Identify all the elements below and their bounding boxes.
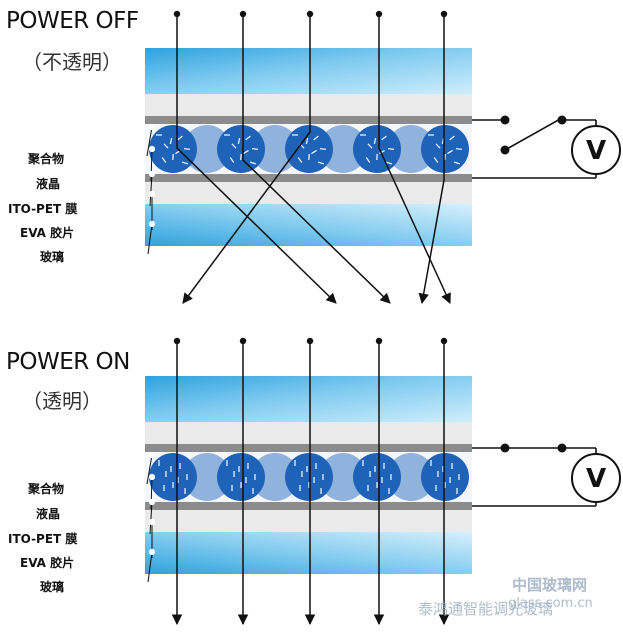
voltmeter-label-off: V [586, 136, 606, 166]
panel-on-subtitle: （透明） [22, 385, 102, 414]
eva-top-on [145, 422, 472, 444]
label-glass-on: 玻璃 [40, 578, 64, 595]
watermark-wechat: 泰鸿通智能调光玻璃 [418, 598, 553, 619]
leader-dot-on-0 [149, 452, 154, 457]
label-glass-off: 玻璃 [40, 248, 64, 265]
leader-dot-off-2 [149, 171, 154, 176]
lc-molecule [184, 149, 190, 150]
leader-dot-on-4 [149, 549, 154, 554]
ito-top-on [145, 444, 472, 452]
circuit-node-on-0 [501, 444, 510, 453]
panel-off-title: POWER OFF [6, 8, 139, 34]
ito-bottom-on [145, 502, 472, 510]
leader-dot-off-0 [149, 124, 154, 129]
label-polymer-on: 聚合物 [28, 480, 64, 497]
panel-on-title: POWER ON [6, 349, 130, 375]
leader-dot-on-3 [149, 519, 154, 524]
eva-top-off [145, 94, 472, 116]
glass-bottom-off [145, 204, 472, 246]
switch-arm-off [505, 118, 562, 150]
lc-droplet-on-3 [353, 453, 401, 501]
label-liquid-crystal-on: 液晶 [36, 505, 60, 522]
label-liquid-crystal-off: 液晶 [36, 175, 60, 192]
circuit-node-off-1 [501, 146, 510, 155]
lc-droplet-body [149, 453, 197, 501]
label-eva-on: EVA 胶片 [20, 554, 74, 571]
panel-off-subtitle: （不透明） [22, 46, 122, 75]
lc-molecule [456, 149, 462, 150]
lc-droplet-body [285, 453, 333, 501]
leader-dot-on-1 [149, 474, 154, 479]
leader-dot-on-2 [149, 499, 154, 504]
leader-dot-off-4 [149, 221, 154, 226]
label-ito-pet-off: ITO-PET 膜 [8, 200, 77, 217]
lc-droplet-body [421, 453, 469, 501]
leader-dot-off-3 [149, 191, 154, 196]
lc-droplet-off-3 [353, 125, 401, 173]
glass-top-on [145, 376, 472, 422]
lc-droplet-on-1 [217, 453, 265, 501]
circuit-node-off-0 [501, 116, 510, 125]
circuit-node-off-2 [558, 116, 567, 125]
glass-top-off [145, 48, 472, 94]
glass-bottom-on [145, 532, 472, 574]
lc-droplet-off-1 [217, 125, 265, 173]
lc-droplet-off-0 [149, 125, 197, 173]
lc-molecule [252, 149, 258, 150]
eva-bottom-off [145, 182, 472, 204]
ito-bottom-off [145, 174, 472, 182]
leader-dot-off-1 [149, 146, 154, 151]
lc-droplet-off-4 [421, 125, 469, 173]
lc-droplet-on-2 [285, 453, 333, 501]
lc-molecule [388, 149, 394, 150]
watermark-brand: 中国玻璃网 [512, 574, 587, 595]
lc-droplet-on-4 [421, 453, 469, 501]
eva-bottom-on [145, 510, 472, 532]
lc-droplet-body [353, 453, 401, 501]
voltmeter-label-on: V [586, 464, 606, 494]
label-eva-off: EVA 胶片 [20, 224, 74, 241]
lc-droplet-on-0 [149, 453, 197, 501]
lc-droplet-body [217, 453, 265, 501]
lc-molecule [320, 149, 326, 150]
label-polymer-off: 聚合物 [28, 150, 64, 167]
label-ito-pet-on: ITO-PET 膜 [8, 530, 77, 547]
circuit-node-on-1 [558, 444, 567, 453]
ito-top-off [145, 116, 472, 124]
